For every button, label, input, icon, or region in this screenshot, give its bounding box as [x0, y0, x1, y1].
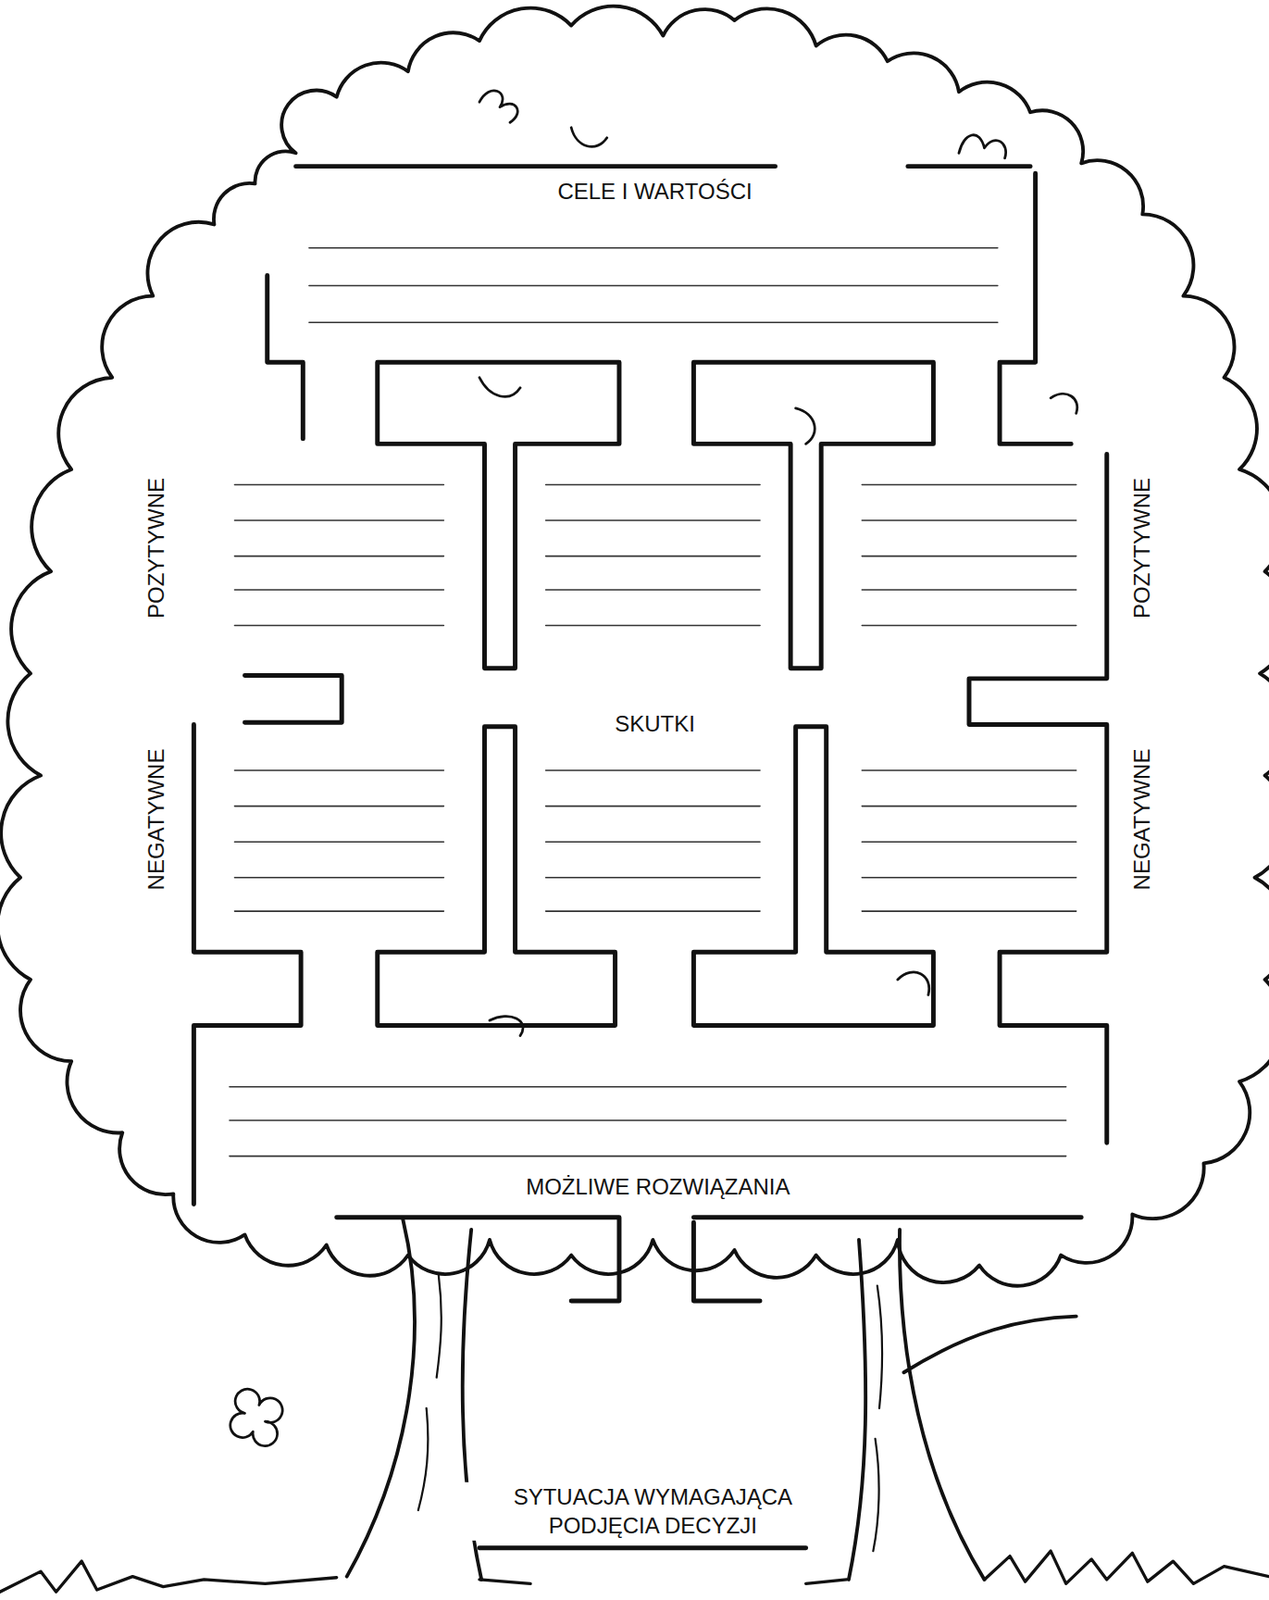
leaf-tufts [479, 90, 1078, 1036]
foliage-outline [0, 6, 1269, 1286]
flower [230, 1388, 283, 1445]
node-text: NEGATYWNE [1128, 745, 1158, 895]
positive-effects-label: POZYTYWNE [141, 473, 171, 623]
bark-strokes [418, 1275, 883, 1552]
negative-effects-label: NEGATYWNE [141, 745, 171, 895]
node-text: SYTUACJA WYMAGAJĄCA PODJĘCIA DECYZJI [463, 1481, 842, 1540]
node-text: CELE I WARTOŚCI [553, 177, 756, 207]
situation-label: SYTUACJA WYMAGAJĄCA PODJĘCIA DECYZJI [463, 1481, 842, 1540]
node-text: MOŻLIWE ROZWIĄZANIA [522, 1171, 794, 1201]
tree-drawing [0, 6, 1269, 1593]
section-label: SKUTKI [610, 709, 699, 739]
tree-trunk [347, 1219, 1077, 1580]
maze-walls [193, 166, 1107, 1548]
node-text: NEGATYWNE [141, 745, 171, 895]
node-text: POZYTYWNE [141, 473, 171, 623]
label-text: SKUTKI [610, 711, 699, 737]
goals-band: CELE I WARTOŚCI [553, 177, 756, 207]
positive-effects-label: POZYTYWNE [1128, 473, 1158, 623]
grass [0, 1550, 1269, 1592]
negative-effects-label: NEGATYWNE [1128, 745, 1158, 895]
writing-lines [229, 248, 1077, 1157]
solutions-band: MOŻLIWE ROZWIĄZANIA [522, 1171, 794, 1201]
node-text: POZYTYWNE [1128, 473, 1158, 623]
